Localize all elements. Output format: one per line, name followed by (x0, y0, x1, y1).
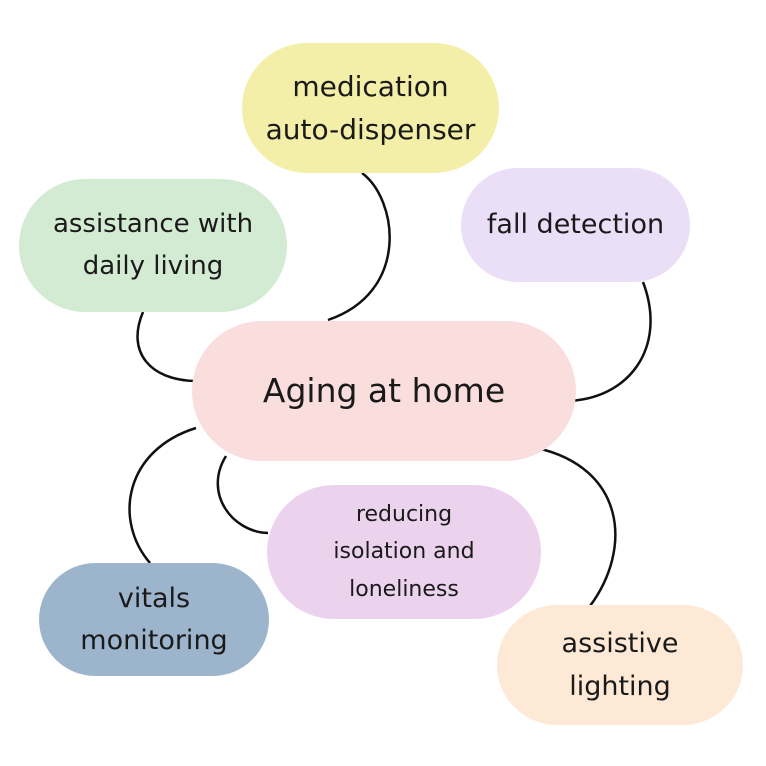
node-label-medication: medication auto-dispenser (265, 69, 476, 146)
node-label-center: Aging at home (262, 370, 506, 410)
node-aging-at-home: Aging at home (192, 321, 576, 461)
connector-medication (327, 172, 391, 322)
connector-vitals (128, 426, 197, 564)
node-label-assistance: assistance with daily living (52, 208, 254, 281)
connector-lighting (536, 446, 617, 607)
node-label-reducing: reducing isolation and loneliness (333, 501, 475, 602)
node-assistance-with-daily-living: assistance with daily living (19, 179, 287, 312)
connector-reducing (216, 455, 269, 535)
connector-fall (565, 281, 652, 403)
node-assistive-lighting: assistive lighting (497, 605, 743, 725)
node-fall-detection: fall detection (461, 168, 690, 282)
node-vitals-monitoring: vitals monitoring (39, 563, 269, 676)
node-medication-auto-dispenser: medication auto-dispenser (242, 43, 499, 173)
node-label-vitals: vitals monitoring (80, 582, 228, 656)
node-reducing-isolation-and-loneliness: reducing isolation and loneliness (267, 485, 541, 619)
connector-assistance (136, 311, 196, 383)
node-label-fall: fall detection (486, 209, 665, 241)
node-label-lighting: assistive lighting (561, 627, 679, 702)
